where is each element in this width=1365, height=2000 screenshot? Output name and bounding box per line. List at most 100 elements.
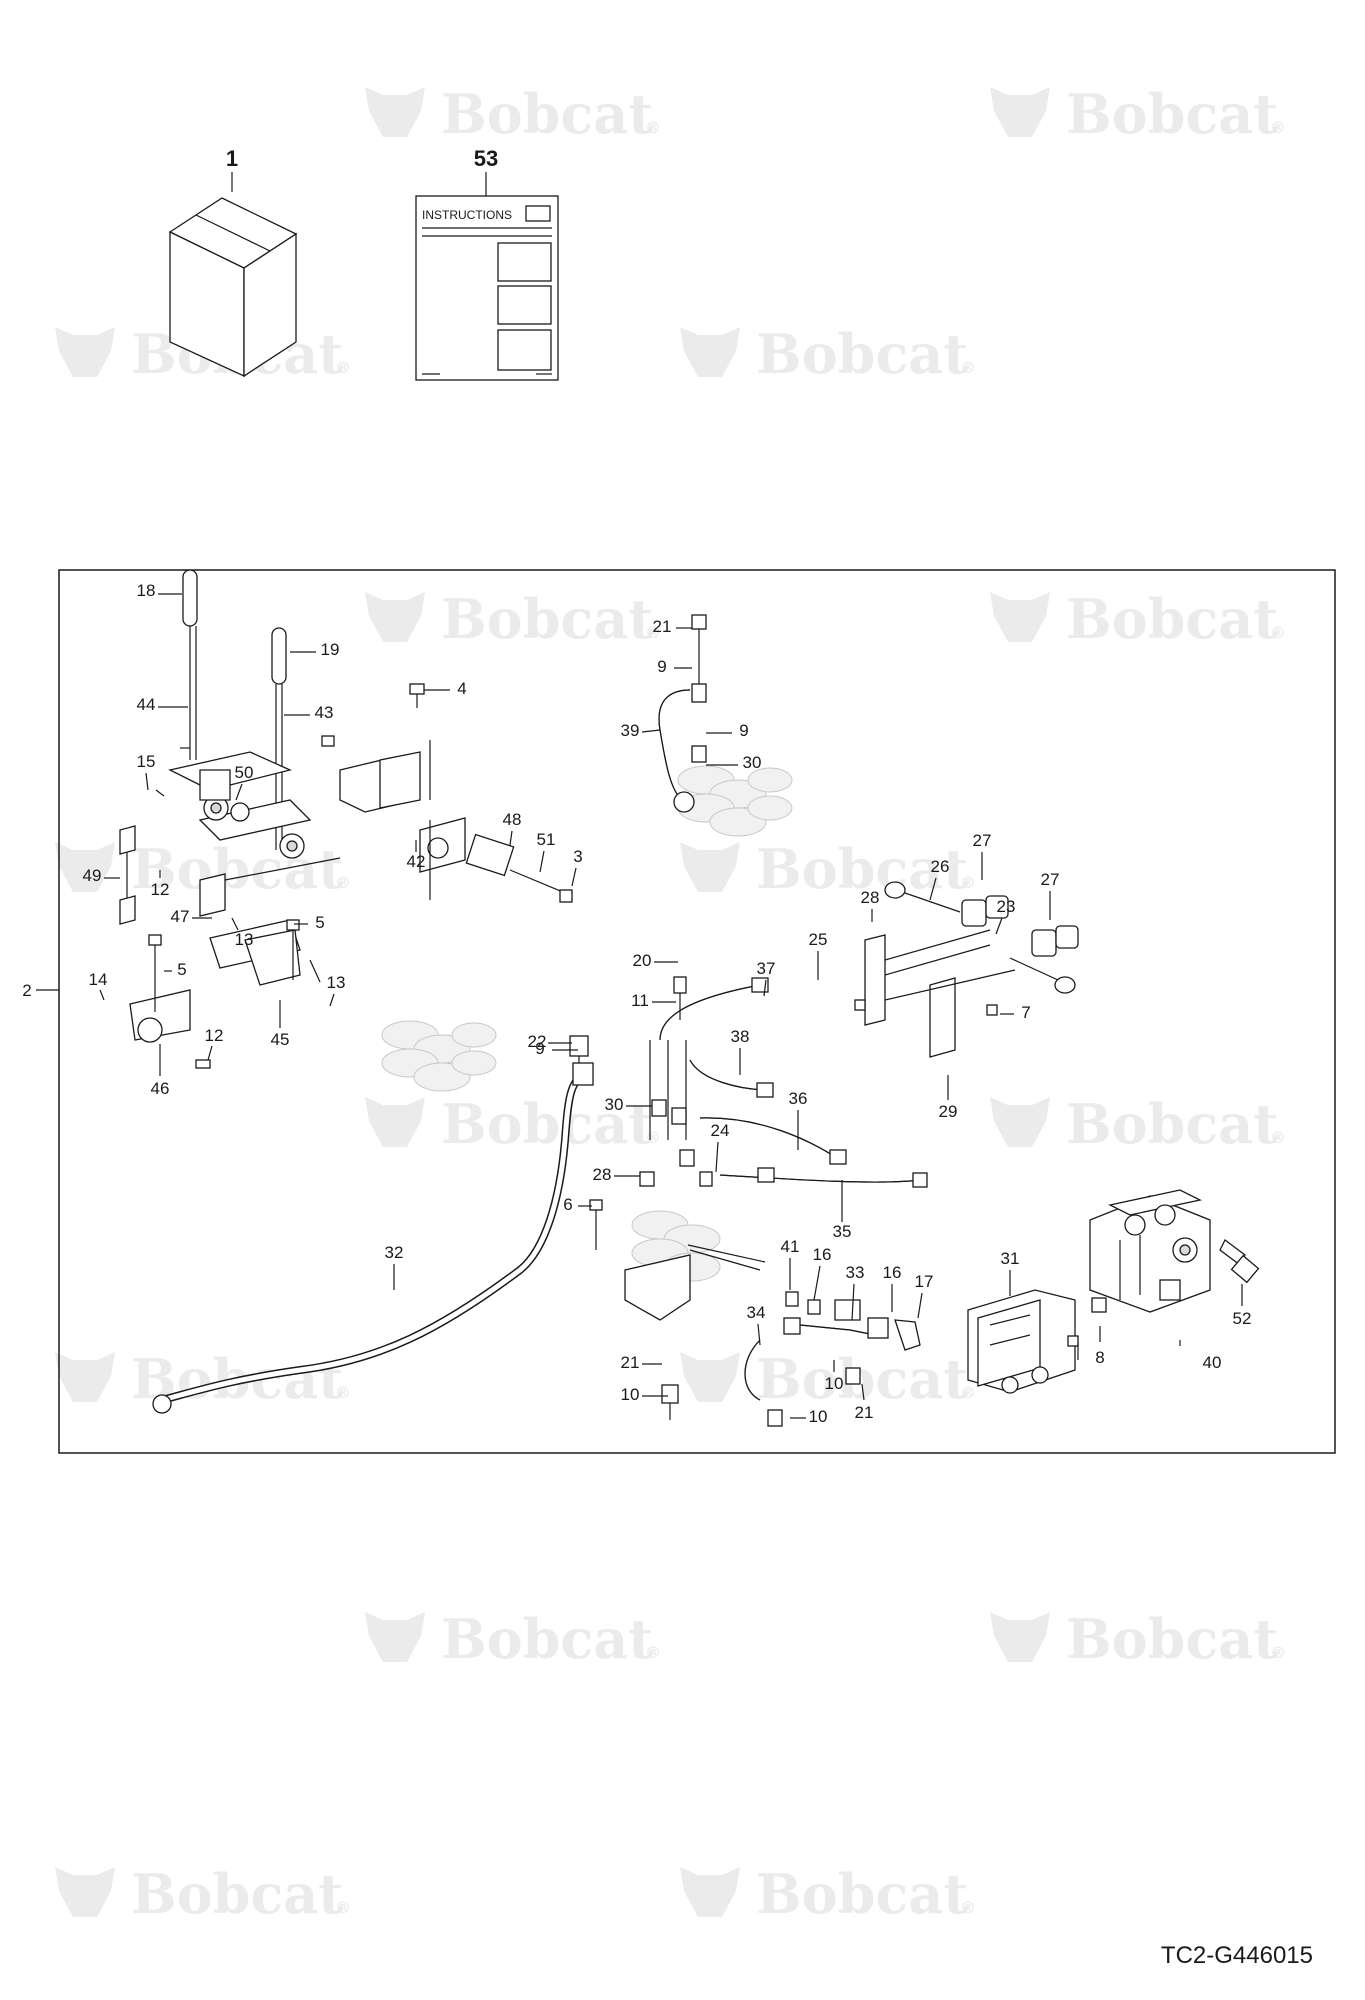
leader-line (509, 830, 513, 846)
part-callout: 8 (1095, 1326, 1105, 1367)
part-callout: 13 (231, 917, 254, 949)
part-callout: 16 (883, 1263, 901, 1312)
callout-number: 21 (855, 1403, 874, 1422)
part-callout: 40 (1179, 1340, 1222, 1372)
part-callout: 4 (424, 679, 467, 698)
callout-number: 13 (327, 973, 346, 992)
callout-number: 4 (457, 679, 466, 698)
part-callout: 18 (137, 581, 182, 600)
part-callout: 9 (706, 721, 749, 740)
part-callout: 23 (995, 897, 1015, 935)
callout-number: 34 (747, 1303, 766, 1322)
callout-number: 37 (757, 959, 776, 978)
callout-number: 12 (205, 1026, 224, 1045)
pivot-bracket-assembly (321, 683, 573, 903)
callout-number: 50 (235, 763, 254, 782)
leader-line (145, 772, 149, 791)
leader-line (641, 729, 661, 733)
callout-number: 48 (503, 810, 522, 829)
callout-number: 20 (633, 951, 652, 970)
callout-number: 43 (315, 703, 334, 722)
callout-number: 33 (846, 1263, 865, 1282)
instructions-title: INSTRUCTIONS (422, 208, 512, 222)
part-callout: 7 (1000, 1003, 1031, 1022)
leader-line (539, 850, 545, 873)
assembly-callout: 2 (22, 981, 59, 1000)
callout-number: 41 (781, 1237, 800, 1256)
callout-number: 38 (731, 1027, 750, 1046)
callout-number: 47 (171, 907, 190, 926)
callout-number: 9 (657, 657, 666, 676)
callout-number: 32 (385, 1243, 404, 1262)
part-callout: 27 (973, 831, 991, 880)
part-callout: 44 (137, 695, 188, 714)
leader-line (813, 1265, 821, 1301)
lever-assembly (119, 569, 341, 1069)
part-callout: 49 (83, 866, 120, 885)
callout-number: 8 (1095, 1348, 1104, 1367)
callout-number: 13 (235, 930, 254, 949)
callout-number: 10 (825, 1374, 844, 1393)
part-callout: 6 (563, 1195, 592, 1214)
part-callout: 5 (294, 913, 325, 932)
ghost-valve-stacks (381, 765, 793, 1282)
part-callout: 10 (621, 1385, 668, 1404)
part-callout: 32 (385, 1243, 404, 1290)
callout-number: 30 (743, 753, 762, 772)
callout-number: 21 (621, 1353, 640, 1372)
part-callout: 21 (653, 617, 692, 636)
part-callout: 35 (833, 1180, 852, 1241)
callout-number: 28 (593, 1165, 612, 1184)
callout-number: 11 (631, 991, 649, 1010)
callout-number: 16 (813, 1245, 832, 1264)
callout-number: 40 (1203, 1353, 1222, 1372)
part-callout: 25 (809, 930, 827, 980)
part-callout: 27 (1041, 870, 1059, 920)
callout-number: 52 (1233, 1309, 1252, 1328)
callout-number: 28 (861, 888, 880, 907)
callout-number: 17 (915, 1272, 934, 1291)
part-callout: 51 (537, 830, 556, 873)
callout-number: 10 (809, 1407, 828, 1426)
instructions-sheet-item: 53 INSTRUCTIONS (415, 146, 559, 381)
part-callout: 19 (290, 640, 339, 659)
callout-number: 5 (177, 960, 186, 979)
callout-number: 35 (833, 1222, 852, 1241)
leader-line (571, 867, 577, 887)
part-callout: 9 (535, 1039, 578, 1058)
part-callout: 46 (151, 1044, 169, 1098)
part-callout: 16 (813, 1245, 832, 1301)
callout-number: 51 (537, 830, 556, 849)
callout-number: 18 (137, 581, 156, 600)
part-callout: 21 (855, 1383, 874, 1422)
leader-line (99, 989, 105, 1001)
part-callout: 24 (711, 1121, 730, 1173)
callout-number: 44 (137, 695, 156, 714)
part-callout: 34 (747, 1303, 766, 1346)
callout-number: 24 (711, 1121, 730, 1140)
callout-number: 19 (321, 640, 340, 659)
callout-number: 10 (621, 1385, 640, 1404)
leader-line (763, 979, 767, 997)
leader-line (715, 1141, 719, 1173)
part-callout: 15 (137, 752, 155, 791)
part-callout: 12 (151, 870, 169, 899)
pipe-bundle (569, 976, 928, 1321)
callout-number: 2 (22, 981, 31, 1000)
part-callout: 50 (235, 763, 254, 801)
part-callout: 28 (593, 1165, 640, 1184)
callout-number: 9 (739, 721, 748, 740)
part-callout: 5 (164, 960, 187, 979)
part-callout: 3 (571, 847, 583, 887)
leader-line (851, 1283, 855, 1321)
part-callout: 10 (825, 1360, 844, 1393)
part-callout: 30 (605, 1095, 652, 1114)
callout-number: 42 (407, 852, 426, 871)
part-callout: 41 (781, 1237, 800, 1290)
part-callout: 12 (205, 1026, 224, 1061)
leader-line (231, 917, 239, 931)
callout-number: 26 (931, 857, 950, 876)
part-callout: 31 (1001, 1249, 1019, 1296)
valve-block-assembly (967, 1189, 1260, 1394)
